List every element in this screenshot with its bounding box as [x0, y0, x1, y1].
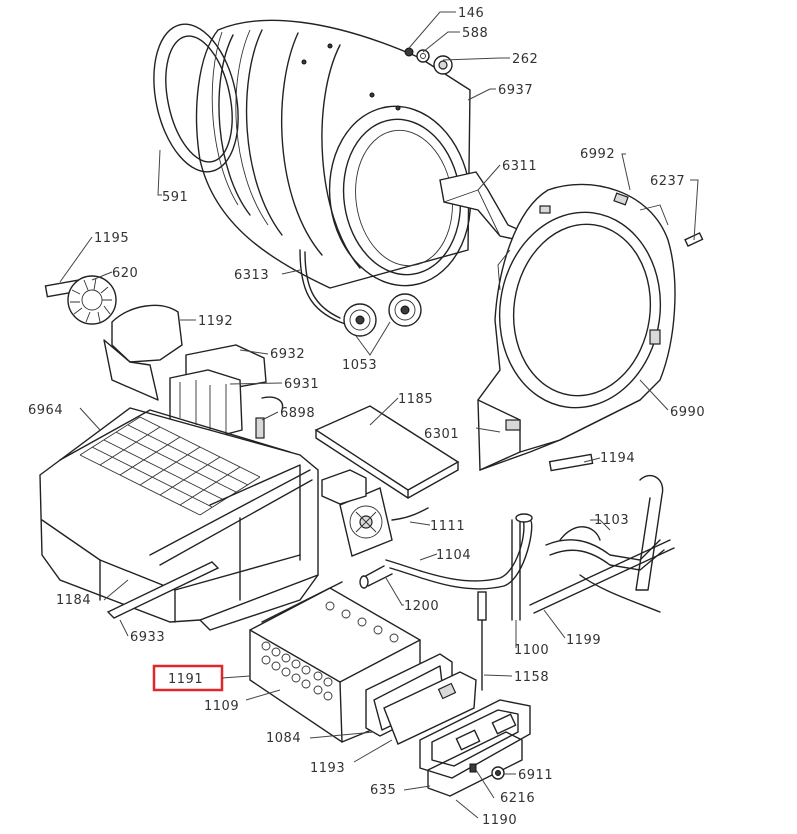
callout-1199[interactable]: 1199 — [566, 633, 601, 648]
callout-6311[interactable]: 6311 — [502, 159, 537, 174]
callout-1192[interactable]: 1192 — [198, 314, 233, 329]
condenser-coils — [261, 601, 399, 701]
callout-6237[interactable]: 6237 — [650, 174, 685, 189]
base-housing — [39, 407, 319, 631]
callout-1193[interactable]: 1193 — [310, 761, 345, 776]
callout-6931[interactable]: 6931 — [284, 377, 319, 392]
grid-pattern — [79, 416, 261, 516]
leader-lines — [59, 11, 699, 819]
callout-6992[interactable]: 6992 — [580, 147, 615, 162]
callout-1195[interactable]: 1195 — [94, 231, 129, 246]
callout-1084[interactable]: 1084 — [266, 731, 301, 746]
callout-1103[interactable]: 1103 — [594, 513, 629, 528]
drum-assembly — [153, 19, 472, 289]
condenser-door — [419, 699, 531, 797]
callout-635[interactable]: 635 — [370, 783, 396, 798]
fan-group — [44, 275, 284, 441]
leader-1191 — [221, 675, 251, 679]
callout-1111[interactable]: 1111 — [430, 519, 465, 534]
callout-6911[interactable]: 6911 — [518, 768, 553, 783]
callout-1194[interactable]: 1194 — [600, 451, 635, 466]
hoses — [359, 475, 675, 621]
callout-591[interactable]: 591 — [162, 190, 188, 205]
drive-belt — [299, 249, 357, 329]
callout-262[interactable]: 262 — [512, 52, 538, 67]
callout-1185[interactable]: 1185 — [398, 392, 433, 407]
callout-588[interactable]: 588 — [462, 26, 488, 41]
drum-shaft-parts — [404, 47, 453, 75]
callout-620[interactable]: 620 — [112, 266, 138, 281]
callout-1190[interactable]: 1190 — [482, 813, 517, 828]
callout-1053[interactable]: 1053 — [342, 358, 377, 373]
callout-6898[interactable]: 6898 — [280, 406, 315, 421]
callout-1104[interactable]: 1104 — [436, 548, 471, 563]
highlighted-callout-1191[interactable]: 1191 — [152, 664, 251, 692]
condenser — [249, 581, 487, 745]
callout-labels: 146 588 262 6937 591 6311 6992 6237 1195… — [28, 6, 705, 828]
front-bulkhead — [477, 183, 676, 471]
callout-1100[interactable]: 1100 — [514, 643, 549, 658]
callout-6933[interactable]: 6933 — [130, 630, 165, 645]
cooling-fan — [321, 469, 429, 557]
callout-1109[interactable]: 1109 — [204, 699, 239, 714]
callout-6216[interactable]: 6216 — [500, 791, 535, 806]
callout-6990[interactable]: 6990 — [670, 405, 705, 420]
callout-6964[interactable]: 6964 — [28, 403, 63, 418]
drum-rollers — [343, 293, 422, 337]
callout-6932[interactable]: 6932 — [270, 347, 305, 362]
rod — [548, 453, 594, 472]
callout-1158[interactable]: 1158 — [514, 670, 549, 685]
panel — [314, 405, 460, 499]
callout-1191[interactable]: 1191 — [168, 672, 203, 687]
callout-6313[interactable]: 6313 — [234, 268, 269, 283]
callout-6937[interactable]: 6937 — [498, 83, 533, 98]
callout-6301[interactable]: 6301 — [424, 427, 459, 442]
callout-1200[interactable]: 1200 — [404, 599, 439, 614]
callout-146[interactable]: 146 — [458, 6, 484, 21]
callout-1184[interactable]: 1184 — [56, 593, 91, 608]
